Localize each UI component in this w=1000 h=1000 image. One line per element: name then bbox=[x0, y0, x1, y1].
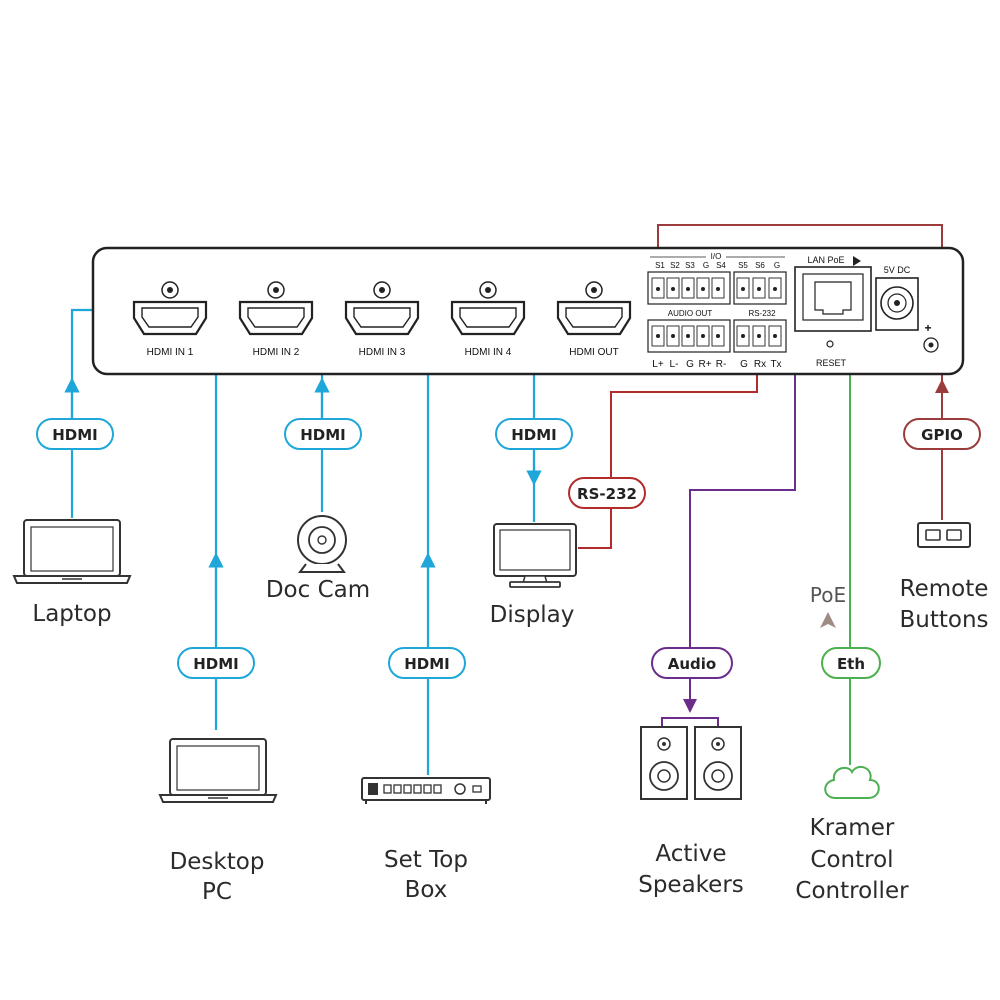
terminal-blocks: I/O S1 S2 S3 G S4 S5 S6 G bbox=[647, 252, 787, 370]
doc-cam-label: Doc Cam bbox=[266, 577, 370, 603]
desktop-pc-label-line2: PC bbox=[202, 879, 232, 905]
io-pin-s4: S4 bbox=[716, 261, 726, 270]
active-speakers-label-line1: Active bbox=[655, 841, 726, 867]
io-pin-g2: G bbox=[774, 261, 780, 270]
set-top-box-icon bbox=[361, 777, 491, 804]
audio-pin-lplus: L+ bbox=[652, 359, 664, 370]
audio-pin-lminus: L- bbox=[670, 359, 679, 370]
pill-hdmi-2: HDMI bbox=[177, 647, 255, 679]
kramer-control-label-line1: Kramer bbox=[810, 815, 895, 841]
pill-hdmi-1: HDMI bbox=[36, 418, 114, 450]
pill-rs232: RS-232 bbox=[568, 477, 646, 509]
remote-buttons-label-line2: Buttons bbox=[899, 607, 988, 633]
rs232-cable bbox=[578, 350, 758, 549]
lan-arrow-icon bbox=[853, 256, 861, 266]
pill-eth: Eth bbox=[821, 647, 881, 679]
hdmi-in-4-label: HDMI IN 4 bbox=[465, 347, 512, 358]
kramer-control-label-line3: Controller bbox=[795, 878, 909, 904]
poe-label: PoE bbox=[810, 583, 846, 607]
pill-eth-text: Eth bbox=[837, 655, 865, 673]
io-pin-s5: S5 bbox=[738, 261, 748, 270]
hdmi-in-4-cable bbox=[426, 308, 448, 775]
device-rear-panel: HDMI IN 1 HDMI IN 2 HDMI IN 3 HDMI IN 4 bbox=[91, 246, 965, 376]
pill-audio: Audio bbox=[651, 647, 733, 679]
io-pin-s3: S3 bbox=[685, 261, 695, 270]
hdmi-in-3-label: HDMI IN 3 bbox=[359, 347, 406, 358]
io-pin-s1: S1 bbox=[655, 261, 665, 270]
laptop-icon bbox=[12, 519, 132, 584]
display-label: Display bbox=[490, 602, 575, 628]
desktop-pc-icon bbox=[158, 738, 278, 803]
set-top-box-label-line2: Box bbox=[405, 877, 448, 903]
active-speakers-label-line2: Speakers bbox=[638, 872, 744, 898]
pill-hdmi-1-text: HDMI bbox=[52, 426, 98, 444]
pill-hdmi-out-text: HDMI bbox=[511, 426, 557, 444]
audio-pin-rplus: R+ bbox=[698, 359, 711, 370]
io-pin-s2: S2 bbox=[670, 261, 680, 270]
lan-poe-port[interactable]: LAN PoE RESET bbox=[794, 255, 872, 368]
pill-rs232-text: RS-232 bbox=[577, 485, 637, 503]
pill-hdmi-3-text: HDMI bbox=[300, 426, 346, 444]
hdmi-in-4-port[interactable]: HDMI IN 4 bbox=[450, 281, 526, 358]
io-pin-s6: S6 bbox=[755, 261, 765, 270]
polarity-plus: + bbox=[924, 321, 931, 335]
hdmi-in-2-label: HDMI IN 2 bbox=[253, 347, 300, 358]
pill-gpio-text: GPIO bbox=[921, 426, 963, 444]
hdmi-in-1-label: HDMI IN 1 bbox=[147, 347, 194, 358]
power-input: 5V DC + bbox=[875, 265, 939, 353]
pill-audio-text: Audio bbox=[668, 655, 716, 673]
rs232-panel-label: RS-232 bbox=[748, 309, 776, 318]
hdmi-out-label: HDMI OUT bbox=[569, 347, 618, 358]
hdmi-in-1-port[interactable]: HDMI IN 1 bbox=[132, 281, 208, 358]
pill-gpio: GPIO bbox=[903, 418, 981, 450]
pill-hdmi-out: HDMI bbox=[495, 418, 573, 450]
audio-pin-g: G bbox=[686, 359, 694, 370]
cloud-icon bbox=[824, 765, 880, 799]
remote-buttons-label-line1: Remote bbox=[900, 576, 989, 602]
pill-hdmi-4-text: HDMI bbox=[404, 655, 450, 673]
lan-poe-label: LAN PoE bbox=[807, 255, 844, 265]
pill-hdmi-2-text: HDMI bbox=[193, 655, 239, 673]
set-top-box-label-line1: Set Top bbox=[384, 847, 468, 873]
display-icon bbox=[493, 523, 577, 588]
rs232-pin-tx: Tx bbox=[770, 359, 781, 370]
laptop-label: Laptop bbox=[32, 601, 111, 627]
io-label: I/O bbox=[711, 252, 722, 261]
audio-cable bbox=[689, 318, 796, 705]
rs232-pin-g: G bbox=[740, 359, 748, 370]
power-label: 5V DC bbox=[884, 265, 911, 275]
kramer-control-label-line2: Control bbox=[810, 847, 893, 873]
doc-cam-icon bbox=[297, 515, 347, 573]
hdmi-in-2-port[interactable]: HDMI IN 2 bbox=[238, 281, 314, 358]
hdmi-out-port[interactable]: HDMI OUT bbox=[556, 281, 632, 358]
audio-pin-rminus: R- bbox=[716, 359, 727, 370]
io-pin-g1: G bbox=[703, 261, 709, 270]
reset-label: RESET bbox=[816, 358, 847, 368]
reset-button[interactable] bbox=[826, 340, 834, 348]
rs232-pin-rx: Rx bbox=[754, 359, 766, 370]
desktop-pc-label-line1: Desktop bbox=[170, 849, 265, 875]
poe-arrow-icon bbox=[820, 612, 836, 628]
pill-hdmi-3: HDMI bbox=[284, 418, 362, 450]
remote-buttons-icon bbox=[917, 522, 971, 548]
audio-out-label: AUDIO OUT bbox=[668, 309, 713, 318]
pill-hdmi-4: HDMI bbox=[388, 647, 466, 679]
active-speakers-icon bbox=[640, 726, 742, 800]
speaker-split bbox=[661, 717, 719, 726]
hdmi-in-3-port[interactable]: HDMI IN 3 bbox=[344, 281, 420, 358]
